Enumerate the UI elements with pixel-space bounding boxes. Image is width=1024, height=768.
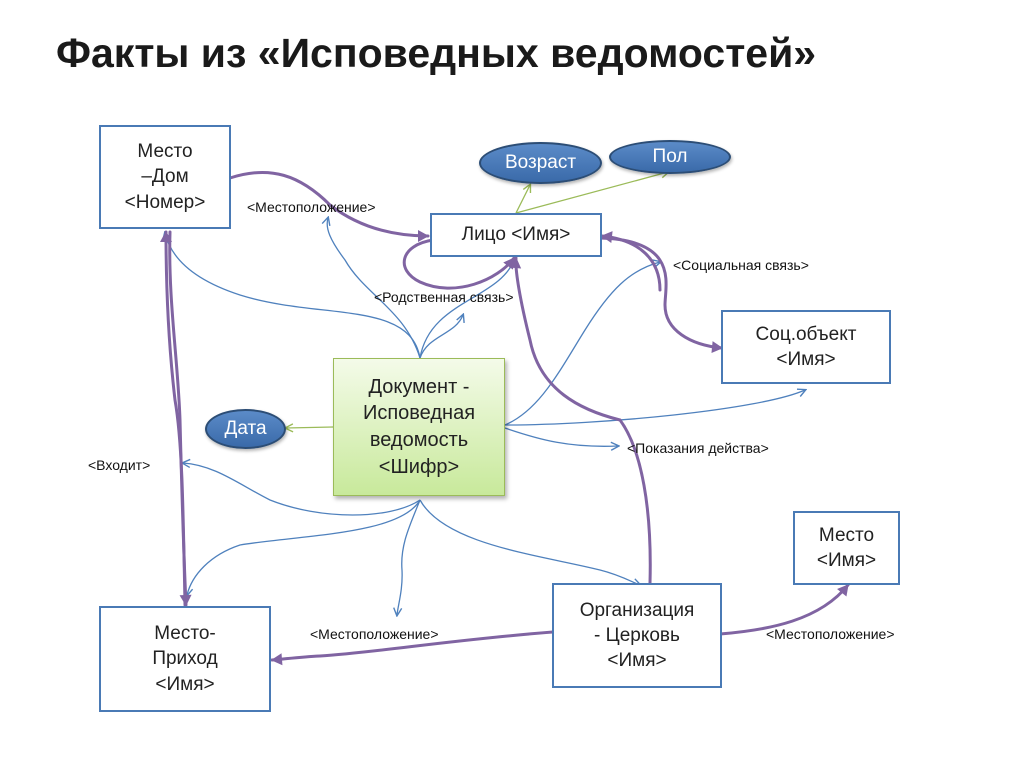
label-mestopolozhenie-right: <Местоположение> [766,626,895,642]
link-doc-data [286,427,334,428]
node-soc-obj[interactable]: Соц.объект <Имя> [721,310,891,384]
link-doc-socialnaya [504,262,660,426]
node-mesto-prihod-line-1: Место- [154,623,216,645]
node-data[interactable]: Дата [205,409,286,449]
node-mesto-prihod[interactable]: Место- Приход <Имя> [99,606,271,712]
link-org-lico [509,256,652,585]
node-document-line-2: Исповедная [362,402,476,425]
page-title: Факты из «Исповедных ведомостей» [56,30,817,76]
link-doc-soc-obj [504,390,805,426]
label-pokazaniya: <Показания действа> [627,440,769,456]
link-dom-prihod [168,230,192,607]
node-mesto-dom-line-3: <Номер> [124,191,206,213]
node-document-line-4: <Шифр> [378,455,460,478]
link-doc-organizaciya [419,499,640,585]
node-mesto-prihod-line-3: <Имя> [155,673,215,695]
link-org-prihod [270,630,555,666]
label-socialnaya: <Социальная связь> [673,257,809,273]
node-mesto-imya-line-2: <Имя> [816,550,877,571]
link-soc-lico [600,231,662,292]
node-organizaciya-line-1: Организация [579,599,695,621]
node-mesto-imya-line-1: Место [818,524,875,546]
node-lico[interactable]: Лицо <Имя> [430,213,602,257]
link-doc-lico [419,258,515,359]
label-vhodit: <Входит> [88,457,151,473]
link-doc-mestopolozhenie [327,218,421,359]
link-lico-vozrast [515,185,530,214]
link-doc-vhodit [183,463,421,516]
node-mesto-prihod-line-2: Приход [152,648,218,670]
node-document-line-3: ведомость [369,429,469,451]
node-soc-obj-line-2: <Имя> [776,349,836,370]
link-doc-rodstvennaya [419,315,463,359]
link-doc-mestopolozhenie-mid [397,499,421,615]
node-mesto-dom-line-2: –Дом [141,166,189,188]
link-doc-pokazaniya [504,427,618,446]
link-org-mesto [718,583,850,636]
link-lico-soc [598,236,724,354]
link-lico-self [402,238,516,290]
node-organizaciya-line-2: - Церковь [594,624,680,646]
node-mesto-dom[interactable]: Место –Дом <Номер> [99,125,231,229]
node-document[interactable]: Документ - Исповедная ведомость <Шифр> [333,358,505,496]
node-lico-line-1: Лицо <Имя> [461,224,571,246]
link-prihod-dom [160,230,187,607]
node-organizaciya-line-3: <Имя> [607,650,667,672]
node-soc-obj-line-1: Соц.объект [755,323,857,345]
node-document-line-1: Документ - [368,375,470,398]
node-pol[interactable]: Пол [609,140,731,174]
node-mesto-dom-line-1: Место [137,141,193,163]
link-doc-mesto-dom [165,233,421,359]
link-dom-lico [228,170,430,242]
link-doc-prihod [187,499,421,595]
link-lico-pol [515,172,668,214]
label-mestopolozhenie-mid: <Местоположение> [310,626,439,642]
label-rodstvennaya: <Родственная связь> [374,289,514,305]
node-vozrast[interactable]: Возраст [479,142,602,184]
node-organizaciya[interactable]: Организация - Церковь <Имя> [552,583,722,688]
label-mestopolozhenie-top: <Местоположение> [247,199,376,215]
node-mesto-imya[interactable]: Место <Имя> [793,511,900,585]
